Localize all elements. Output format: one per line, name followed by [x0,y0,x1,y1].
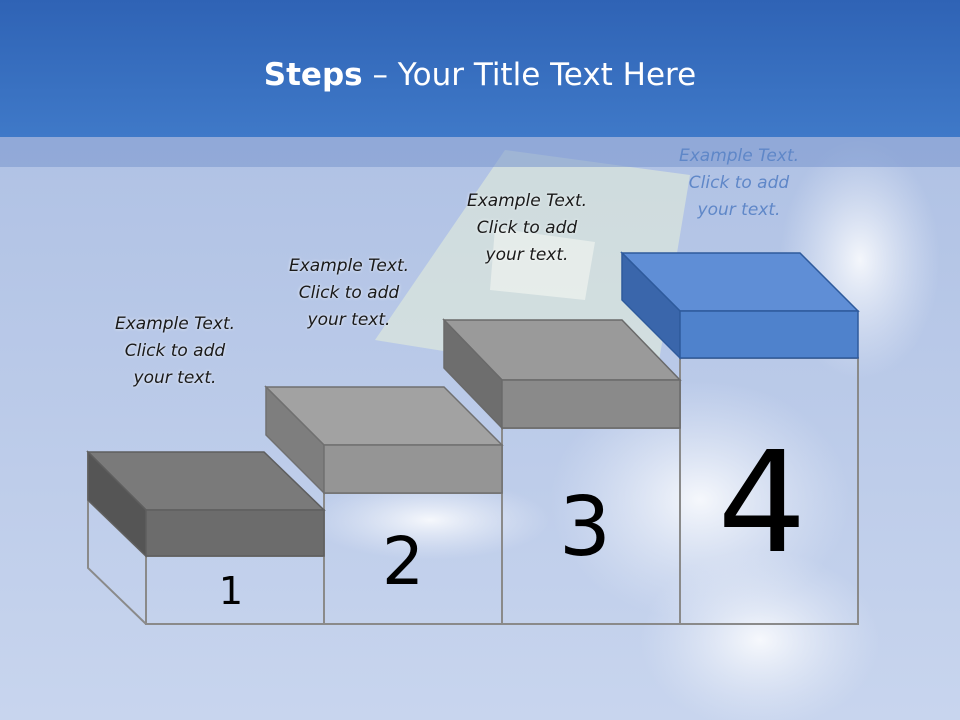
step-1-number: 1 [218,569,244,613]
step-3-number: 3 [558,480,612,575]
step-4-number: 4 [717,422,807,585]
step-1-block [86,450,326,558]
title-band [0,137,960,167]
title-bar [0,0,960,137]
step-4-block [620,251,860,360]
step-2-number: 2 [382,523,424,600]
step-2-block [264,385,504,495]
step-3-block [442,318,682,430]
slide-title[interactable]: Steps – Your Title Text Here [263,57,697,93]
